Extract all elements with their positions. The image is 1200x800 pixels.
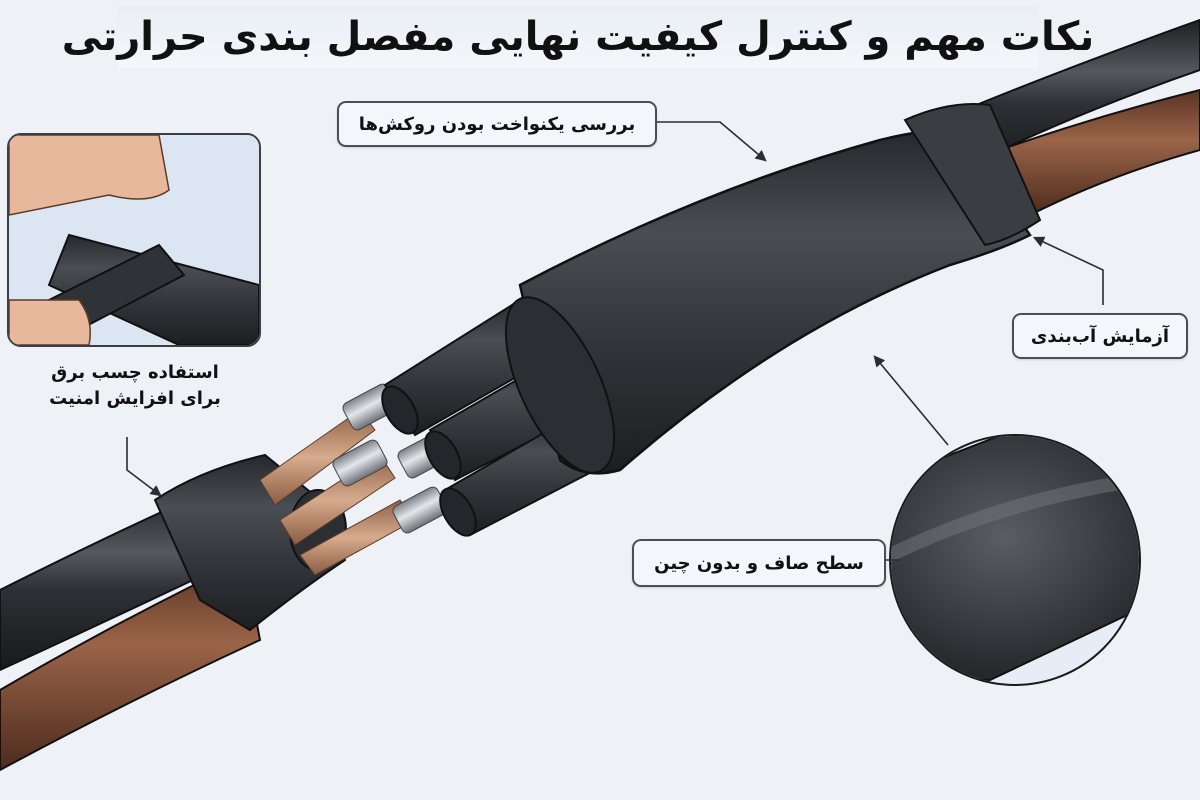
title-band: نکات مهم و کنترل کیفیت نهایی مفصل بندی ح… <box>62 6 1094 68</box>
main-joint-body <box>504 103 1042 475</box>
callout-lines <box>126 121 1104 561</box>
page-title: نکات مهم و کنترل کیفیت نهایی مفصل بندی ح… <box>61 14 1095 60</box>
callout-tape-safety-line1: استفاده چسب برق <box>51 362 219 383</box>
callout-uniform-sleeves: بررسی یکنواخت بودن روکش‌ها <box>337 101 657 147</box>
magnifier-circle <box>889 434 1141 686</box>
inset-tape-wrapping <box>7 133 261 347</box>
tape-wrapping-illustration <box>9 135 259 345</box>
callout-waterproof-test-text: آزمایش آب‌بندی <box>1030 325 1170 347</box>
callout-tape-safety-line2: برای افزایش امنیت <box>49 388 221 409</box>
right-cables <box>938 18 1200 217</box>
callout-uniform-sleeves-text: بررسی یکنواخت بودن روکش‌ها <box>358 113 636 135</box>
exposed-conductors <box>259 383 453 576</box>
callout-tape-safety: استفاده چسب برق برای افزایش امنیت <box>20 360 250 412</box>
callout-waterproof-test: آزمایش آب‌بندی <box>1012 313 1188 359</box>
callout-smooth-surface-text: سطح صاف و بدون چین <box>654 552 864 574</box>
callout-smooth-surface: سطح صاف و بدون چین <box>632 539 886 587</box>
